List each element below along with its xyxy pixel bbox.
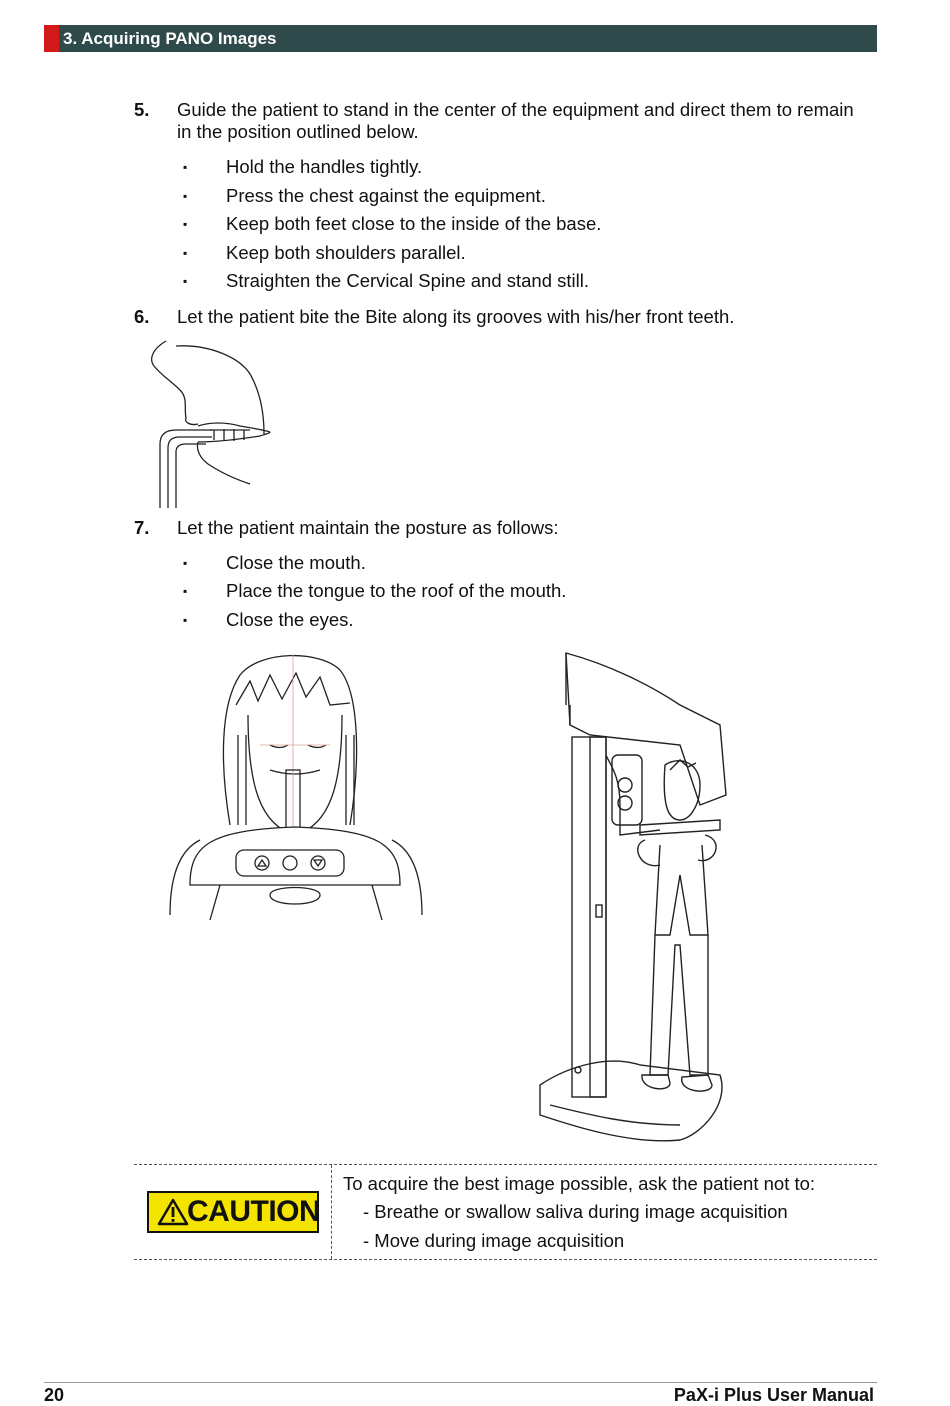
step-number: 5. [134,99,150,120]
step-text: Guide the patient to stand in the center… [177,99,854,142]
warning-triangle-icon [157,1198,189,1226]
step-text: Let the patient bite the Bite along its … [177,306,735,327]
step-number: 6. [134,306,150,327]
patient-standing-in-equipment-illustration [539,652,727,1142]
bullet-icon: ▪ [183,556,188,570]
bullet-icon: ▪ [183,246,188,260]
caution-label: CAUTION [187,1195,321,1228]
step-text: Let the patient maintain the posture as … [177,517,559,538]
header-accent [44,25,59,52]
bullet-icon: ▪ [183,584,188,598]
caution-intro: To acquire the best image possible, ask … [343,1173,816,1194]
bullet-icon: ▪ [183,160,188,174]
patient-front-view-illustration [169,654,423,921]
section-header: 3. Acquiring PANO Images [44,25,877,52]
caution-badge: CAUTION [147,1191,321,1233]
caution-item: - Move during image acquisition [363,1230,625,1251]
caution-item: - Breathe or swallow saliva during image… [363,1201,788,1222]
caution-divider [331,1165,332,1259]
bullet-icon: ▪ [183,613,188,627]
page-number: 20 [44,1385,65,1405]
footer-rule [44,1382,877,1383]
manual-title: PaX-i Plus User Manual [673,1385,874,1405]
caution-box: CAUTION To acquire the best image possib… [134,1164,877,1260]
bite-illustration [151,340,271,508]
step-number: 7. [134,517,150,538]
bullet-icon: ▪ [183,189,188,203]
section-title: 3. Acquiring PANO Images [63,29,277,48]
bullet-icon: ▪ [183,274,188,288]
bullet-icon: ▪ [183,217,188,231]
